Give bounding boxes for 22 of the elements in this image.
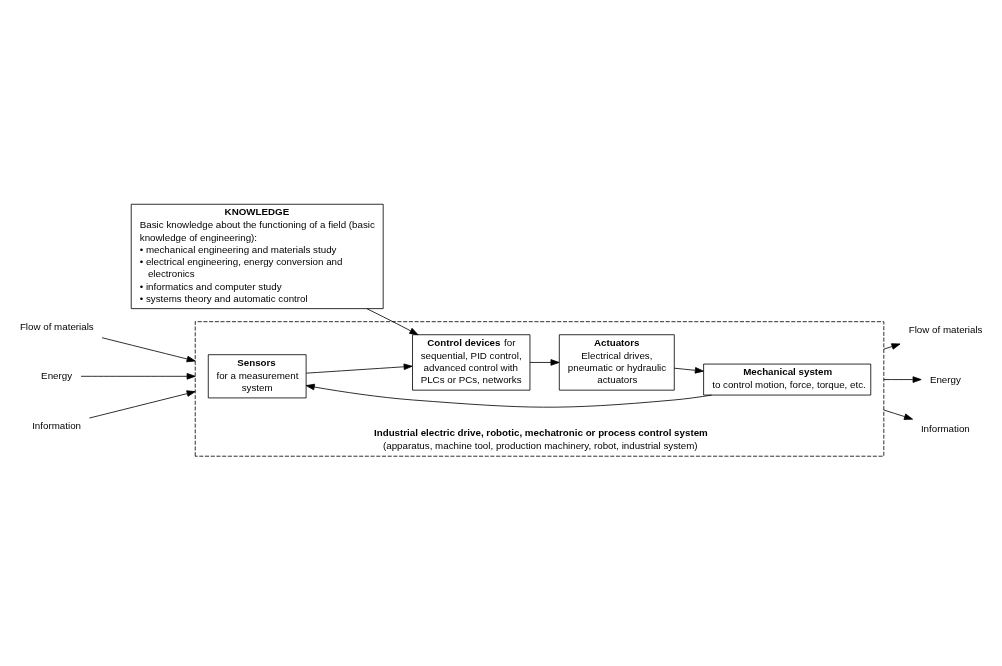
node-box: Sensors for a measurement system — [207, 353, 307, 398]
arrow — [883, 375, 922, 383]
arrow — [89, 389, 196, 418]
node-text: Information — [920, 422, 970, 434]
arrow — [80, 372, 196, 380]
node-box: Mechanical system to control motion, force, torque, etc. — [703, 363, 872, 395]
arrow — [883, 409, 913, 420]
node-box: Control devices for sequential, PID control, advanced control with PLCs or PCs, networks — [412, 333, 531, 391]
arrow — [529, 358, 560, 366]
arrow — [366, 307, 419, 335]
arrow — [883, 342, 901, 350]
arrow — [305, 363, 413, 374]
node-box: Actuators Electrical drives, pneumatic or hydraulic actuators — [558, 333, 675, 391]
arrow — [305, 383, 712, 408]
node-text: Flow of materials — [908, 323, 983, 335]
arrow — [101, 336, 196, 362]
node-box: KNOWLEDGE Basic knowledge about the functioning of a field (basic knowledge of engineering): • mechanical engineering and materials study • electrical engineering, energy conversion and electronics • informatics and computer study • systems theory and automatic control — [130, 203, 384, 309]
arrow — [673, 366, 704, 374]
node-text: Energy — [929, 373, 961, 384]
node-text: Information — [32, 419, 82, 431]
node-text: Flow of materials — [19, 320, 94, 331]
node-text: Energy — [41, 369, 73, 381]
